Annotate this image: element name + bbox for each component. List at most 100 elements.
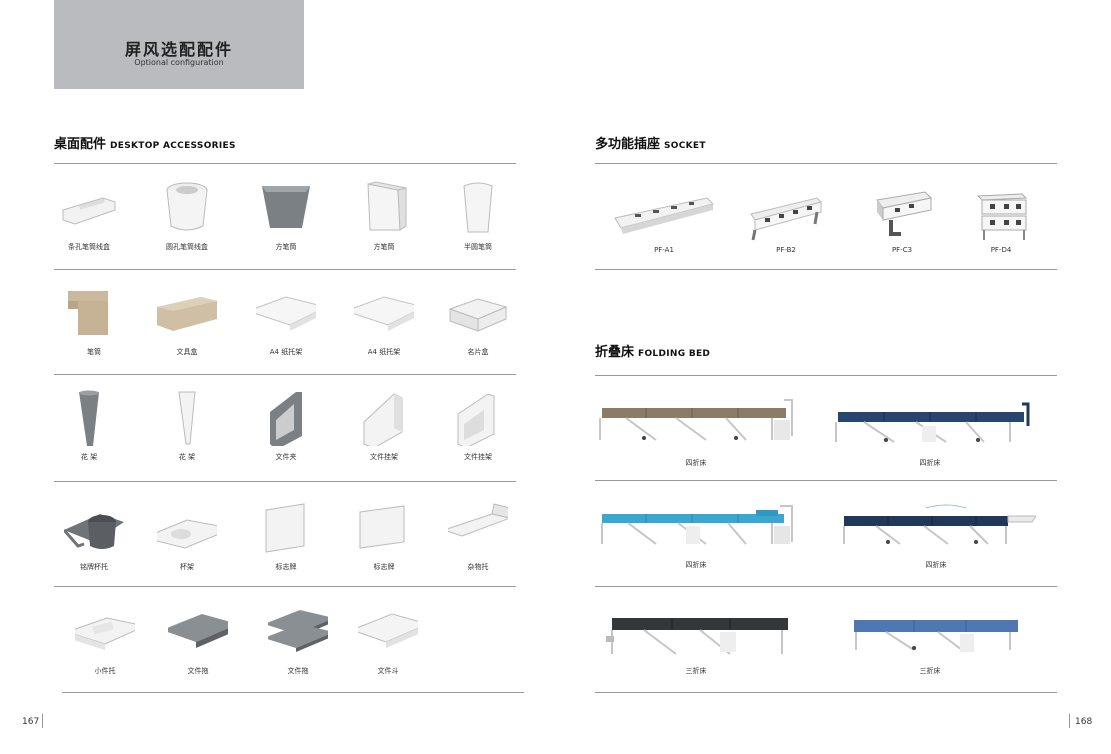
bed-item: 四折床 [596, 396, 796, 467]
bed-item: 四折床 [836, 498, 1036, 569]
stationery-box-image [157, 285, 217, 341]
product-label: 杂物托 [467, 563, 489, 571]
socket-title-cn: 多功能插座 [595, 137, 661, 152]
product-label: 小件托 [94, 667, 116, 675]
divider [54, 374, 516, 375]
bed-item: 四折床 [596, 498, 796, 569]
product-label: 标志牌 [373, 563, 395, 571]
socket-item: PF-C3 [847, 190, 957, 254]
bed-item: 三折床 [830, 604, 1030, 675]
product-label: 花 架 [178, 453, 196, 461]
square-pen-holder-white-image [354, 180, 414, 236]
divider [595, 163, 1057, 164]
product-label: 条孔笔筒线盒 [68, 243, 110, 251]
round-pen-holder-image [157, 180, 217, 236]
a4-tray-image [354, 285, 414, 341]
bed-label: 四折床 [919, 459, 941, 467]
product-label: A4 纸托架 [367, 348, 401, 356]
a4-tray-image [256, 285, 316, 341]
page-number-left: 167 [22, 717, 40, 727]
bed-label: 四折床 [685, 459, 707, 467]
grey-flower-stand-image [59, 390, 119, 446]
page-number-right: 168 [1075, 717, 1093, 727]
page-number-divider [42, 714, 43, 728]
white-file-holder-image [448, 390, 508, 446]
product-label: 杯架 [180, 563, 194, 571]
white-flower-stand-image [157, 390, 217, 446]
socket-item: PF-B2 [731, 190, 841, 254]
product-label: 标志牌 [275, 563, 297, 571]
bed-title-cn: 折叠床 [595, 345, 635, 360]
bed-four-fold-tan-image [599, 399, 793, 441]
desktop-title-cn: 桌面配件 [54, 137, 107, 152]
product-label: 文件挂架 [370, 453, 398, 461]
bed-label: 三折床 [919, 667, 941, 675]
socket-title-en: SOCKET [664, 141, 706, 151]
product-label: 文件挂架 [464, 453, 492, 461]
grey-file-tray-image [168, 604, 228, 660]
product-label: 铭牌杯托 [80, 563, 108, 571]
socket-item: PF-D4 [946, 190, 1056, 254]
white-file-tray-image [358, 604, 418, 660]
square-pen-holder-grey-image [256, 180, 316, 236]
divider [595, 480, 1057, 481]
small-parts-tray-image [75, 604, 135, 660]
socket-pf-c3-image [876, 191, 933, 236]
slot-pen-holder-image [59, 180, 119, 236]
product-label: 笔筒 [87, 348, 101, 356]
desktop-title-en: DESKTOP ACCESSORIES [110, 141, 236, 151]
bed-four-fold-cyan-image [601, 505, 793, 545]
card-box-image [448, 285, 508, 341]
cup-holder-image [157, 500, 217, 556]
divider [595, 375, 1057, 376]
tray-shelf-image [448, 500, 508, 556]
product-label: 文具盒 [176, 348, 198, 356]
divider [62, 692, 524, 693]
socket-label: PF-C3 [891, 246, 913, 254]
white-file-holder-image [354, 390, 414, 446]
socket-pf-d4-image [976, 193, 1028, 240]
sign-board-image [256, 500, 316, 556]
socket-pf-a1-image [614, 197, 714, 234]
tan-pen-holder-image [64, 285, 124, 341]
nameplate-cup-holder-image [64, 500, 124, 556]
product-label: 方笔筒 [373, 243, 395, 251]
bed-three-fold-dark-image [606, 618, 788, 655]
half-round-pen-holder-image [448, 180, 508, 236]
stacked-file-tray-image [268, 604, 328, 660]
page-number-divider [1069, 714, 1070, 728]
bed-title-en: FOLDING BED [638, 349, 711, 359]
divider [54, 163, 516, 164]
socket-item: PF-A1 [609, 190, 719, 254]
divider [54, 586, 516, 587]
bed-label: 四折床 [925, 561, 947, 569]
product-label: 文件拖 [287, 667, 309, 675]
bed-four-fold-dark-navy-image [843, 504, 1036, 545]
product-label: 文件斗 [377, 667, 399, 675]
bed-three-fold-blue-image [854, 620, 1018, 652]
divider [595, 586, 1057, 587]
divider [54, 481, 516, 482]
sign-board-image [354, 500, 414, 556]
bed-label: 四折床 [685, 561, 707, 569]
grey-file-holder-image [256, 390, 316, 446]
product-label: 文件夹 [275, 453, 297, 461]
bed-item: 四折床 [830, 396, 1030, 467]
bed-item: 三折床 [596, 604, 796, 675]
bed-four-fold-navy-image [835, 402, 1030, 443]
product-label: 半圆笔筒 [464, 243, 492, 251]
bed-label: 三折床 [685, 667, 707, 675]
divider [595, 692, 1057, 693]
product-label: 圆孔笔筒线盒 [166, 243, 208, 251]
header-panel: 屏风选配配件 Optional configuration [54, 0, 304, 89]
product-label: 方笔筒 [275, 243, 297, 251]
socket-label: PF-A1 [654, 246, 674, 254]
header-subtitle: Optional configuration [134, 58, 224, 67]
socket-label: PF-B2 [776, 246, 796, 254]
divider [54, 269, 516, 270]
product-label: 花 架 [80, 453, 98, 461]
socket-pf-b2-image [750, 197, 822, 241]
